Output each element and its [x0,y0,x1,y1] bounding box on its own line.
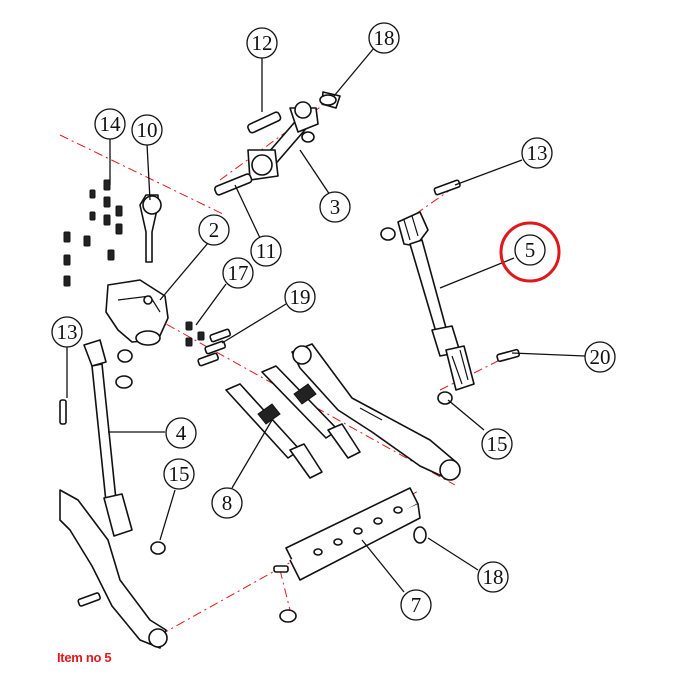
svg-text:5: 5 [525,238,536,262]
callout-2: 2 [198,214,230,246]
mounting-bracket-assembly [63,179,232,367]
svg-text:18: 18 [483,565,504,589]
callouts: 12 18 14 10 13 3 2 11 5 17 19 13 20 4 15… [51,22,616,621]
svg-text:2: 2 [209,218,220,242]
callout-7: 7 [400,589,432,621]
item-5-stabilizer [380,179,521,405]
callout-13-right: 13 [521,137,553,169]
turnbuckle-links [225,365,361,479]
lower-link-arm-left [59,489,168,649]
callout-5-highlighted: 5 [499,221,561,283]
callout-4: 4 [165,417,197,449]
svg-text:3: 3 [330,195,341,219]
callout-12: 12 [246,27,278,59]
svg-text:13: 13 [527,141,548,165]
callout-15-right: 15 [481,428,513,460]
svg-text:17: 17 [228,261,249,285]
svg-text:4: 4 [176,421,187,445]
callout-18-bottom: 18 [477,561,509,593]
svg-text:7: 7 [411,593,422,617]
highlight-ring [499,221,561,283]
svg-text:13: 13 [57,320,78,344]
svg-text:18: 18 [374,26,395,50]
callout-11: 11 [250,235,282,267]
svg-text:15: 15 [169,462,190,486]
lower-link-arm-right [291,343,461,481]
callout-15-left: 15 [163,458,195,490]
svg-text:15: 15 [487,432,508,456]
callout-17: 17 [222,257,254,289]
drawbar [273,487,427,623]
left-stabilizer-rod [59,339,166,555]
callout-8: 8 [211,487,243,519]
center-lines [59,99,511,636]
callout-19: 19 [284,281,316,313]
item-caption: Item no 5 [57,650,112,665]
svg-text:14: 14 [100,112,122,136]
callout-10: 10 [131,114,163,146]
svg-text:12: 12 [252,31,273,55]
callout-14: 14 [94,108,126,140]
svg-text:20: 20 [590,345,611,369]
callout-3: 3 [319,191,351,223]
svg-text:11: 11 [256,239,276,263]
callout-18-top: 18 [368,22,400,54]
callout-20: 20 [584,341,616,373]
svg-text:19: 19 [290,285,311,309]
top-link-assembly [213,91,341,196]
svg-text:10: 10 [137,118,158,142]
callout-13-left: 13 [51,316,83,348]
svg-text:8: 8 [222,491,233,515]
